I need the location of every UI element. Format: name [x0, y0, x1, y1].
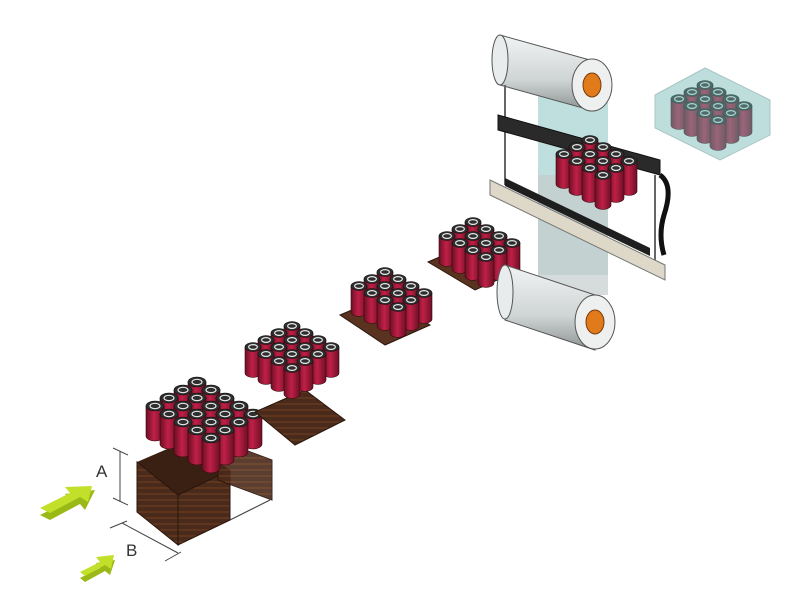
- wood-tray: [254, 389, 346, 446]
- can: [451, 238, 469, 274]
- can: [607, 163, 625, 203]
- can-group-stage-1: [145, 376, 263, 474]
- can: [438, 231, 456, 267]
- can: [215, 424, 235, 466]
- can: [464, 245, 482, 281]
- can: [735, 101, 753, 137]
- can: [555, 149, 573, 189]
- can-group-stage-3: [350, 267, 433, 338]
- dimension-a: A: [96, 447, 129, 506]
- guide-line: [229, 499, 271, 521]
- can: [477, 252, 495, 288]
- can: [309, 349, 327, 385]
- dimension-label-a: A: [96, 462, 108, 481]
- can: [389, 302, 407, 338]
- can: [594, 170, 612, 210]
- can: [709, 115, 727, 151]
- cable-chain: [658, 172, 671, 256]
- sealing-bar-bottom: [505, 178, 650, 256]
- can: [322, 342, 340, 378]
- can: [201, 432, 221, 474]
- wrapped-pack: [654, 67, 771, 161]
- can: [683, 101, 701, 137]
- arrow-a-icon: [40, 486, 95, 520]
- can: [283, 363, 301, 399]
- can-group-stage-2: [244, 321, 340, 399]
- dimension-label-b: B: [126, 541, 137, 560]
- can: [229, 416, 249, 458]
- can: [581, 163, 599, 203]
- base-rail: [489, 179, 666, 281]
- can: [363, 288, 381, 324]
- can: [670, 94, 688, 130]
- can: [415, 288, 433, 324]
- film-roll-bottom: [496, 264, 616, 351]
- can: [620, 156, 638, 196]
- film-roll-top: [491, 34, 613, 112]
- can-group-stage-5: [555, 135, 638, 210]
- can: [173, 416, 193, 458]
- can: [145, 400, 165, 442]
- arrow-b-icon: [80, 555, 115, 582]
- can: [696, 108, 714, 144]
- dimension-b: B: [109, 520, 182, 562]
- can: [350, 281, 368, 317]
